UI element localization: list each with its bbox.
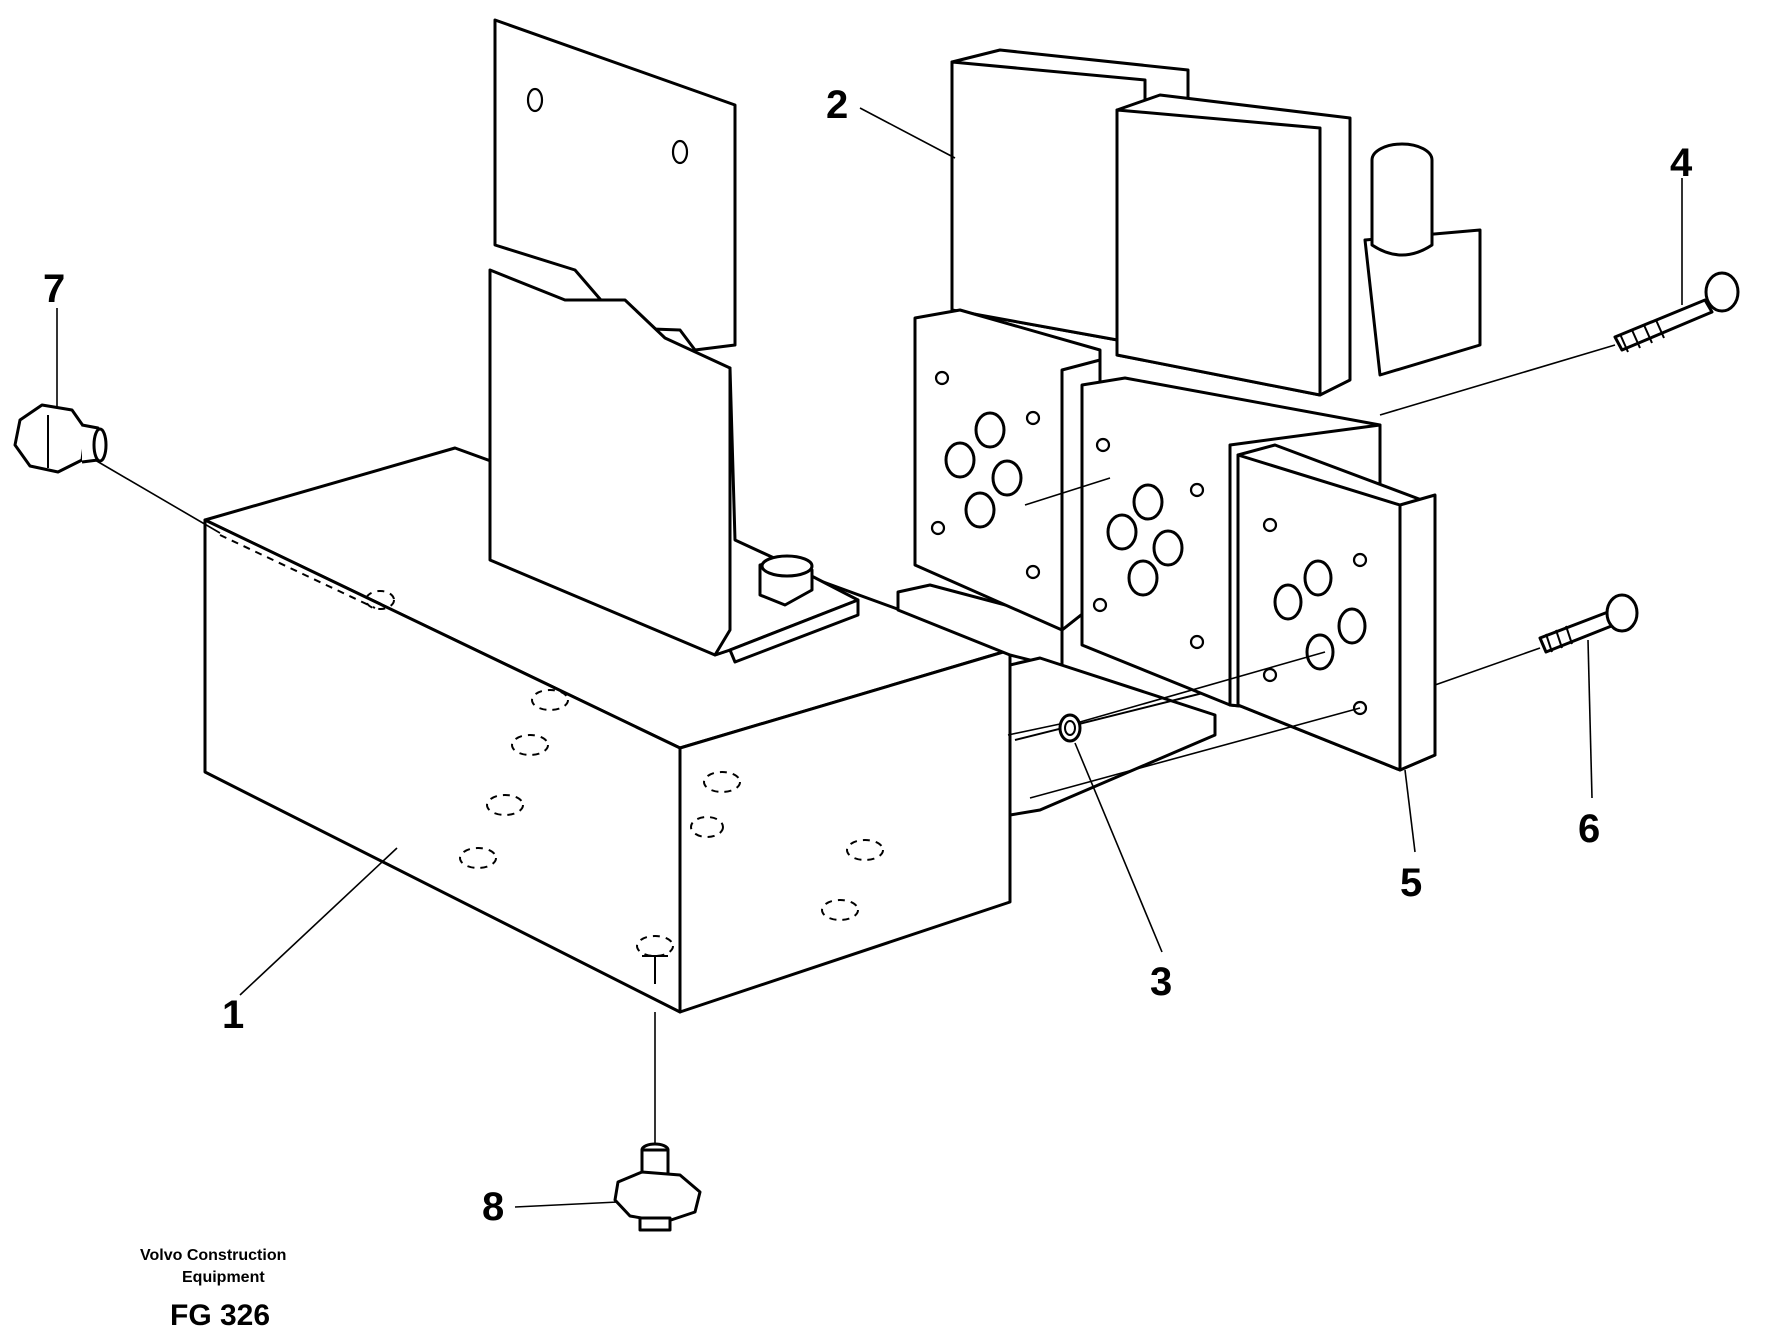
callout-5: 5	[1400, 861, 1422, 905]
callout-6: 6	[1578, 807, 1600, 851]
spacer-plate	[896, 583, 1217, 817]
plug	[13, 403, 108, 474]
cover-plate	[1236, 443, 1437, 772]
callout-1: 1	[222, 993, 244, 1037]
o-ring	[1058, 713, 1082, 743]
callout-8: 8	[482, 1185, 504, 1229]
o-ring-inner-edge	[1064, 720, 1076, 736]
assembly-lines	[94, 344, 1616, 1145]
callout-leaders	[56, 107, 1683, 1208]
callout-3: 3	[1150, 960, 1172, 1004]
brand-line-1: Volvo Construction	[140, 1247, 286, 1264]
figure-code: FG 326	[170, 1299, 270, 1329]
callout-7: 7	[43, 267, 65, 311]
long-screw	[1613, 271, 1740, 353]
bottom-plug	[613, 1142, 702, 1232]
mounting-bracket	[488, 18, 860, 664]
callout-4: 4	[1670, 141, 1693, 185]
short-screw	[1538, 593, 1639, 654]
brand-line-2: Equipment	[182, 1269, 265, 1286]
solenoid-valve	[913, 48, 1482, 722]
callout-2: 2	[826, 83, 848, 127]
